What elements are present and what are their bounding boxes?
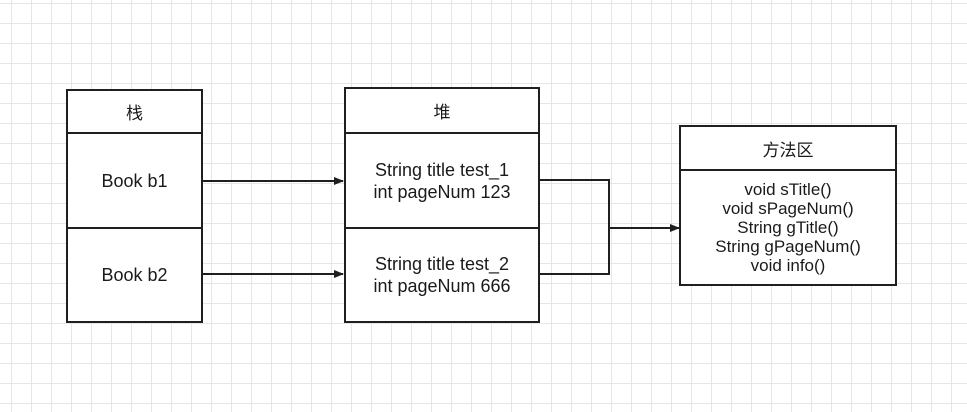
link-heap1-to-junction: [539, 179, 610, 228]
heap-object-1: String title test_1 int pageNum 123: [344, 132, 540, 229]
stack-title: 栈: [126, 104, 143, 123]
heap-header: 堆: [344, 87, 540, 134]
heap-field-pagenum: int pageNum 123: [373, 181, 511, 202]
method-area-header: 方法区: [679, 125, 897, 171]
heap-object-2: String title test_2 int pageNum 666: [344, 227, 540, 323]
stack-header: 栈: [66, 89, 203, 134]
heap-field-pagenum: int pageNum 666: [373, 276, 511, 296]
method-item: void info(): [750, 256, 826, 275]
method-item: String gTitle(): [737, 218, 839, 237]
heap-field-title: String title test_1: [374, 159, 510, 180]
method-area-body: void sTitle() void sPageNum() String gTi…: [679, 169, 897, 286]
heap-field-title: String title test_2: [374, 254, 510, 274]
stack-cell-b2: Book b2: [66, 227, 203, 323]
heap-title: 堆: [433, 103, 451, 122]
stack-cell-b1: Book b1: [66, 132, 203, 229]
stack-cell-label: Book b2: [101, 265, 168, 285]
method-item: void sPageNum(): [722, 199, 854, 218]
method-item: void sTitle(): [744, 180, 832, 199]
stack-cell-label: Book b1: [101, 170, 168, 191]
method-area-title: 方法区: [762, 140, 814, 160]
link-heap2-to-junction: [539, 228, 610, 275]
method-item: String gPageNum(): [715, 237, 861, 256]
method-list: void sTitle() void sPageNum() String gTi…: [715, 180, 861, 275]
